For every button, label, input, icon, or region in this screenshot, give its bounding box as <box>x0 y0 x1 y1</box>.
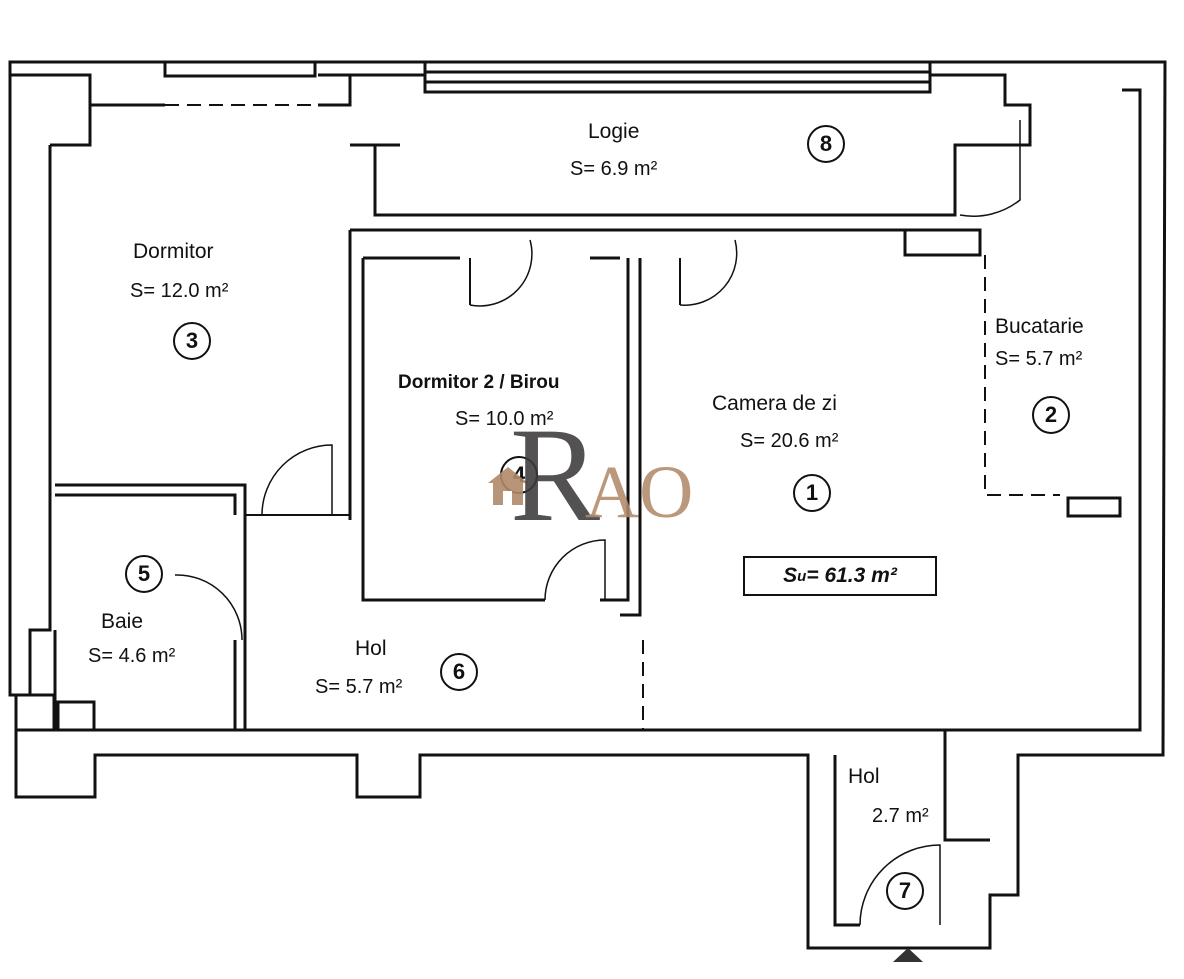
room-number-dormitor: 3 <box>173 322 211 360</box>
room-area-hol: S= 5.7 m² <box>315 676 403 698</box>
room-area-camera: S= 20.6 m² <box>740 430 839 452</box>
room-number-hol: 6 <box>440 653 478 691</box>
room-name-dormitor: Dormitor <box>133 240 214 263</box>
top-window-left <box>163 60 317 78</box>
room-area-dormitor: S= 12.0 m² <box>130 280 229 302</box>
room-number-hol2: 7 <box>886 872 924 910</box>
logie-wall <box>350 73 1032 217</box>
house-icon <box>488 467 528 505</box>
top-window <box>423 60 932 94</box>
room-name-hol: Hol <box>355 637 387 660</box>
logie-bottom-wall <box>350 228 982 257</box>
room-number-bucatarie: 2 <box>1032 396 1070 434</box>
room-area-baie: S= 4.6 m² <box>88 645 176 667</box>
room-number-logie: 8 <box>807 125 845 163</box>
room-name-camera: Camera de zi <box>712 392 837 415</box>
room-name-hol2: Hol <box>848 765 880 788</box>
logo-letter-r: R <box>510 405 600 540</box>
total-area-value: = 61.3 m² <box>806 564 897 587</box>
outer-wall <box>8 60 1167 950</box>
room-name-logie: Logie <box>588 120 640 143</box>
room-area-bucatarie: S= 5.7 m² <box>995 348 1083 370</box>
logo-letters-ao: AO <box>585 451 693 534</box>
entrance-arrow-icon <box>893 948 923 962</box>
total-area-subscript: u <box>797 567 807 585</box>
room-number-baie: 5 <box>125 555 163 593</box>
room-name-bucatarie: Bucatarie <box>995 315 1084 338</box>
room-number-camera: 1 <box>793 474 831 512</box>
room-area-hol2: 2.7 m² <box>872 805 929 827</box>
rao-logo: R AO <box>488 405 693 540</box>
dormitor-wall <box>10 73 352 147</box>
room-name-baie: Baie <box>101 610 144 633</box>
total-area-prefix: S <box>783 564 798 587</box>
room-name-dormitor2: Dormitor 2 / Birou <box>398 372 560 393</box>
room-area-dormitor2: S= 10.0 m² <box>455 408 554 430</box>
room-area-logie: S= 6.9 m² <box>570 158 658 180</box>
baie-wall <box>53 483 247 730</box>
